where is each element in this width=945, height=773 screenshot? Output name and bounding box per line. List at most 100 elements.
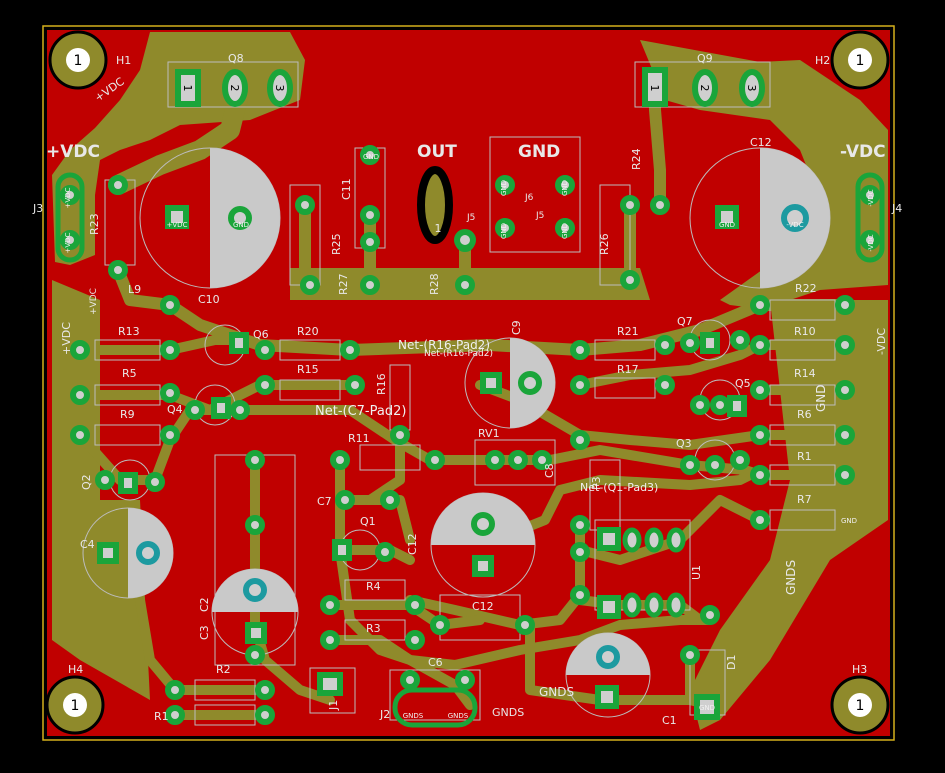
label-q5: Q5 <box>735 377 751 390</box>
label-j1: J1 <box>327 700 340 711</box>
svg-text:+VDC: +VDC <box>64 232 72 253</box>
mount-hole-h1: 1 <box>48 30 108 90</box>
label-vdc-minus-vertical: -VDC <box>875 328 888 355</box>
svg-text:1: 1 <box>435 222 442 235</box>
label-r23: R23 <box>88 213 101 235</box>
svg-text:GNDS: GNDS <box>448 712 469 720</box>
label-j2: J2 <box>379 708 390 721</box>
label-q9: Q9 <box>697 52 713 65</box>
svg-text:3: 3 <box>273 85 286 92</box>
label-j5b: J5 <box>535 211 544 221</box>
label-c3: C3 <box>198 625 211 640</box>
label-r6: R6 <box>797 408 812 421</box>
label-q2: Q2 <box>80 474 93 490</box>
h3-number: 1 <box>856 698 865 714</box>
label-c7: C7 <box>317 495 332 508</box>
pin-numbers: 1 2 3 1 2 3 1 <box>181 85 758 236</box>
label-c2: C2 <box>198 597 211 612</box>
label-h1: H1 <box>116 54 131 67</box>
svg-text:GND: GND <box>500 180 508 196</box>
svg-text:GND: GND <box>841 517 857 525</box>
label-gnds-bottom2: GNDS <box>492 706 524 719</box>
label-c5: C12 <box>406 533 419 555</box>
label-h4: H4 <box>68 663 83 676</box>
svg-text:2: 2 <box>228 85 241 92</box>
label-l9: L9 <box>128 283 141 296</box>
label-r7: R7 <box>797 493 812 506</box>
svg-text:GND: GND <box>719 221 735 229</box>
label-r13: R13 <box>118 325 140 338</box>
label-r11: R11 <box>348 432 370 445</box>
label-vdc-minus: -VDC <box>840 142 886 162</box>
svg-text:2: 2 <box>698 85 711 92</box>
silk-labels: H1 H2 H3 H4 Q8 Q9 +VDC OUT GND +VDC -VDC… <box>32 52 902 727</box>
label-r24: R24 <box>630 148 643 170</box>
label-vdc-plus: +VDC <box>46 142 100 162</box>
mount-hole-h3: 1 <box>830 675 890 735</box>
label-q4: Q4 <box>167 403 183 416</box>
label-r17: R17 <box>617 363 639 376</box>
label-r3: R3 <box>366 622 381 635</box>
label-gnd-vertical: GND <box>814 384 828 412</box>
net-c7-pad2: Net-(C7-Pad2) <box>315 404 406 419</box>
h4-number: 1 <box>71 698 80 714</box>
label-r21: R21 <box>617 325 639 338</box>
pads <box>55 67 885 728</box>
svg-text:-VDC: -VDC <box>786 221 803 229</box>
svg-text:GND: GND <box>561 223 569 239</box>
label-c10: C10 <box>198 293 220 306</box>
svg-text:GND: GND <box>561 180 569 196</box>
label-r10: R10 <box>794 325 816 338</box>
label-h2: H2 <box>815 54 830 67</box>
label-r22: R22 <box>795 282 817 295</box>
board-edge <box>42 25 895 741</box>
label-r4: R4 <box>366 580 381 593</box>
label-r27: R27 <box>337 273 350 295</box>
label-vdc-vertical: +VDC <box>60 322 73 355</box>
label-r1: R1 <box>797 450 812 463</box>
label-u1: U1 <box>690 565 703 580</box>
svg-text:-VDC: -VDC <box>867 234 875 251</box>
label-q1: Q1 <box>360 515 376 528</box>
net-r16-pad2-small: Net-(R16-Pad2) <box>424 349 493 359</box>
label-p3: P3 <box>590 476 603 490</box>
svg-text:3: 3 <box>745 85 758 92</box>
label-gnds-bottom: GNDS <box>539 685 574 699</box>
label-vdc-small: +VDC <box>89 288 99 315</box>
pad-net-labels: +VDC GND GND -VDC GND +VDC +VDC -VDC -VD… <box>64 153 875 720</box>
label-c9: C9 <box>510 320 523 335</box>
label-q6: Q6 <box>253 328 269 341</box>
svg-text:1: 1 <box>181 85 194 92</box>
net-names: Net-(R16-Pad2) Net-(R16-Pad2) Net-(C7-Pa… <box>315 338 658 494</box>
svg-text:+VDC: +VDC <box>64 187 72 208</box>
label-r16: R16 <box>375 373 388 395</box>
label-j3: J3 <box>32 202 43 215</box>
h2-number: 1 <box>856 53 865 69</box>
svg-text:+VDC: +VDC <box>167 221 188 229</box>
label-r25: R25 <box>330 233 343 255</box>
label-j4: J4 <box>891 202 902 215</box>
label-j6: J6 <box>524 193 534 203</box>
net-q1-pad3: Net-(Q1-Pad3) <box>580 481 658 494</box>
label-gnds-right: GNDS <box>784 560 798 595</box>
label-r26: R26 <box>598 233 611 255</box>
label-out: OUT <box>417 142 457 162</box>
label-r20: R20 <box>297 325 319 338</box>
label-c11: C11 <box>340 178 353 200</box>
svg-text:GND: GND <box>363 153 379 161</box>
label-rv1: RV1 <box>478 427 500 440</box>
label-r9: R9 <box>120 408 135 421</box>
svg-text:GND: GND <box>699 704 715 712</box>
mount-hole-h4: 1 <box>45 675 105 735</box>
label-c8: C8 <box>543 463 556 478</box>
label-c4: C4 <box>80 538 95 551</box>
label-q8: Q8 <box>228 52 244 65</box>
label-c6: C6 <box>428 656 443 669</box>
label-r14: R14 <box>794 367 816 380</box>
svg-text:GND: GND <box>500 223 508 239</box>
net-r16-pad2: Net-(R16-Pad2) <box>398 338 490 352</box>
label-q7: Q7 <box>677 315 693 328</box>
label-r15: R15 <box>297 363 319 376</box>
label-d1: D1 <box>725 655 738 670</box>
